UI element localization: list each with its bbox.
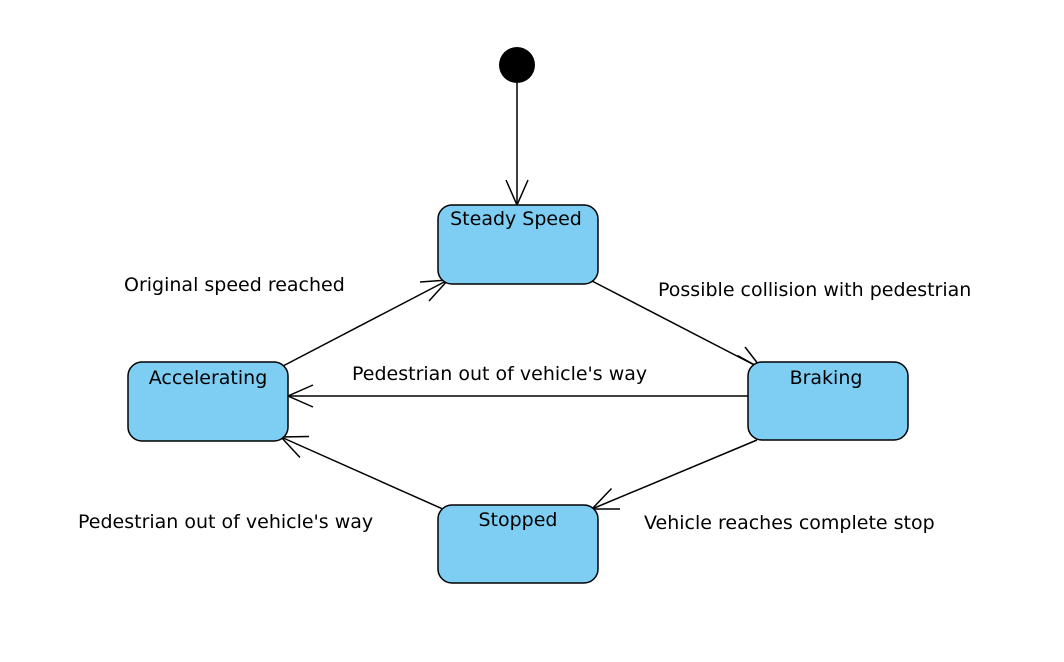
label-braking-to-accelerating: Pedestrian out of vehicle's way bbox=[352, 363, 647, 385]
state-steady-speed[interactable]: Steady Speed bbox=[437, 204, 599, 285]
state-stopped-label: Stopped bbox=[478, 509, 557, 531]
label-stopped-to-accelerating: Pedestrian out of vehicle's way bbox=[78, 511, 373, 533]
label-accelerating-to-steady-speed: Original speed reached bbox=[124, 274, 345, 296]
transition-braking-to-stopped bbox=[590, 439, 758, 510]
transition-stopped-to-accelerating bbox=[279, 435, 446, 511]
initial-node bbox=[499, 47, 535, 83]
transition-braking-to-accelerating bbox=[286, 384, 748, 408]
state-stopped[interactable]: Stopped bbox=[437, 504, 599, 584]
state-steady-speed-label: Steady Speed bbox=[450, 208, 582, 230]
state-accelerating-label: Accelerating bbox=[149, 367, 268, 389]
transition-initial-to-steady-speed bbox=[505, 83, 529, 207]
state-braking-label: Braking bbox=[790, 367, 863, 389]
state-braking[interactable]: Braking bbox=[747, 361, 909, 441]
label-steady-speed-to-braking: Possible collision with pedestrian bbox=[658, 279, 971, 301]
label-braking-to-stopped: Vehicle reaches complete stop bbox=[644, 512, 935, 534]
state-accelerating[interactable]: Accelerating bbox=[127, 361, 289, 442]
